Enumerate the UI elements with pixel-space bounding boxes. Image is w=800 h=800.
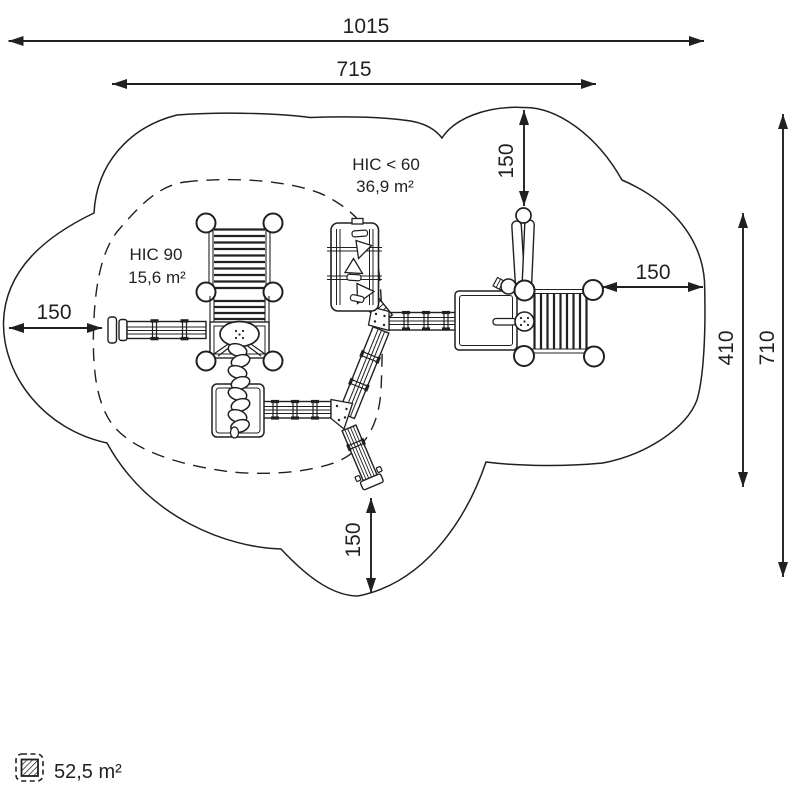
slide: [341, 424, 384, 491]
legend: 52,5 m²: [15, 753, 122, 783]
climbing-hold: [351, 229, 369, 238]
hatched-area-icon: [15, 753, 44, 782]
beam-junction-upper: [367, 306, 390, 332]
dimension-total-width-label: 1015: [343, 15, 390, 38]
hatched-area-icon-fill: [20, 758, 39, 777]
main-tower: [195, 212, 284, 372]
slide-pole: [511, 207, 535, 288]
dimension-total-width: 1015: [8, 15, 704, 46]
dimension-clearance-top-label: 150: [495, 143, 518, 178]
bridge-beam-lower: [255, 399, 332, 420]
climbing-hold: [349, 294, 365, 304]
post: [195, 212, 217, 234]
dimension-total-height-label: 710: [756, 330, 779, 365]
post: [583, 345, 605, 368]
slide-end-cap: [359, 473, 384, 491]
dimension-clearance-left-label: 150: [36, 301, 71, 324]
post: [262, 350, 284, 372]
post: [262, 212, 284, 234]
outer-zone-hic-label: HIC < 60: [352, 155, 420, 174]
dimension-clearance-top: 150: [495, 110, 529, 206]
dimension-equipment-height-label: 410: [715, 330, 738, 365]
steering-wheel: [492, 311, 535, 332]
tower-platform: [195, 320, 284, 372]
upper-ladder-ramp: [195, 212, 284, 303]
post: [513, 345, 535, 367]
dimension-usable-width-label: 715: [336, 58, 371, 81]
outer-zone-area-label: 36,9 m²: [356, 177, 414, 196]
side-tower: [454, 207, 605, 368]
bridge-beam-right: [388, 310, 458, 331]
spiral-climber: [227, 342, 251, 439]
safety-zone-outline: [2, 106, 706, 597]
impact-zone-outline: [92, 178, 383, 475]
dimension-usable-width: 715: [112, 58, 596, 89]
climbing-hold: [355, 239, 373, 260]
pole-top: [515, 207, 532, 224]
climbing-wall: [327, 217, 382, 312]
dimension-equipment-height: 410: [715, 213, 748, 487]
total-area-label: 52,5 m²: [54, 761, 122, 783]
dimension-clearance-bottom: 150: [342, 498, 376, 593]
inner-zone-labels: HIC 90 15,6 m²: [128, 245, 186, 287]
dimension-total-height: 710: [756, 114, 788, 577]
balance-beam-left: [107, 316, 207, 344]
dimension-clearance-right: 150: [602, 261, 703, 292]
dimension-clearance-left: 150: [9, 301, 102, 333]
post: [195, 281, 217, 303]
post: [195, 350, 217, 372]
post: [582, 279, 604, 301]
dimension-clearance-right-label: 150: [635, 261, 670, 284]
outer-zone-labels: HIC < 60 36,9 m²: [352, 155, 420, 196]
beam-junction-lower: [330, 398, 354, 431]
horizontal-ladder: [513, 279, 605, 368]
post: [513, 279, 536, 302]
inner-zone-hic-label: HIC 90: [130, 245, 183, 264]
climbing-hold: [346, 273, 362, 282]
handle-post: [492, 276, 517, 295]
post: [262, 281, 284, 303]
dimension-clearance-bottom-label: 150: [342, 522, 365, 557]
climbing-hold: [343, 257, 364, 275]
inner-zone-area-label: 15,6 m²: [128, 268, 186, 287]
